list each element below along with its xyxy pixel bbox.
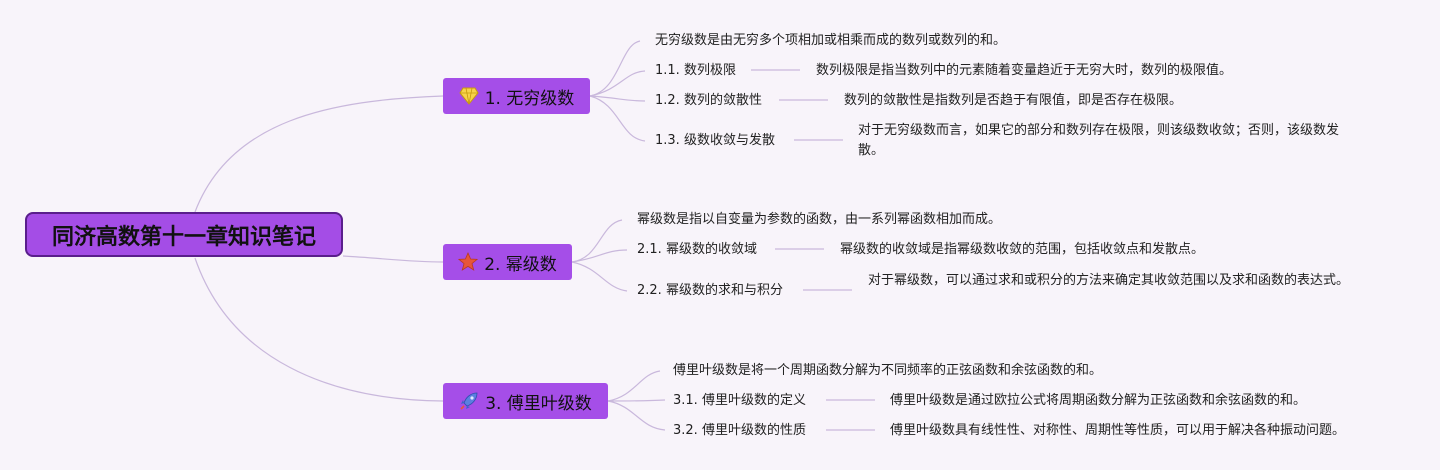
branch-1-summary: 无穷级数是由无穷多个项相加或相乘而成的数列或数列的和。 bbox=[655, 33, 1007, 48]
connector-root-branch1 bbox=[194, 95, 444, 213]
diamond-icon bbox=[459, 86, 479, 106]
branch-3-summary: 傅里叶级数是将一个周期函数分解为不同频率的正弦函数和余弦函数的和。 bbox=[673, 363, 1103, 378]
connector-b2-summary bbox=[571, 219, 623, 263]
branch-2-item-1-title[interactable]: 2.1. 幂级数的收敛域 bbox=[637, 242, 757, 257]
branch-1-item-1-title[interactable]: 1.1. 数列极限 bbox=[655, 63, 736, 78]
connector-b3-summary bbox=[607, 370, 661, 402]
connector-b1-summary bbox=[589, 40, 641, 97]
branch-2-summary: 幂级数是指以自变量为参数的函数，由一系列幂函数相加而成。 bbox=[637, 212, 1002, 227]
connector-b3-item1 bbox=[607, 399, 666, 402]
branch-3-item-2-title[interactable]: 3.2. 傅里叶级数的性质 bbox=[673, 423, 806, 438]
connector-b1-item1 bbox=[589, 70, 646, 97]
branch-1-item-1-desc: 数列极限是指当数列中的元素随着变量趋近于无穷大时，数列的极限值。 bbox=[816, 63, 1233, 78]
connector-b1-item2 bbox=[589, 95, 646, 102]
branch-node-2[interactable]: 2. 幂级数 bbox=[443, 244, 572, 280]
branch-1-item-2-title[interactable]: 1.2. 数列的敛散性 bbox=[655, 93, 762, 108]
root-title: 同济高数第十一章知识笔记 bbox=[51, 224, 316, 250]
connector-root-branch3 bbox=[194, 257, 444, 402]
connector-root-branch2 bbox=[342, 255, 444, 263]
branch-3-item-2-desc: 傅里叶级数具有线性性、对称性、周期性等性质，可以用于解决各种振动问题。 bbox=[890, 423, 1346, 438]
branch-node-1[interactable]: 1. 无穷级数 bbox=[443, 78, 590, 114]
connector-b3-item2 bbox=[607, 400, 666, 431]
root-node[interactable]: 同济高数第十一章知识笔记 bbox=[25, 212, 343, 257]
branch-2-item-2-title[interactable]: 2.2. 幂级数的求和与积分 bbox=[637, 283, 783, 298]
branch-2-item-2-desc: 对于幂级数，可以通过求和或积分的方法来确定其收敛范围以及求和函数的表达式。 bbox=[868, 273, 1350, 288]
branch-2-item-1-desc: 幂级数的收敛域是指幂级数收敛的范围，包括收敛点和发散点。 bbox=[840, 242, 1205, 257]
branch-label-1: 1. 无穷级数 bbox=[484, 88, 575, 109]
branch-3-item-1-title[interactable]: 3.1. 傅里叶级数的定义 bbox=[673, 393, 806, 408]
branch-3-item-1-desc: 傅里叶级数是通过欧拉公式将周期函数分解为正弦函数和余弦函数的和。 bbox=[890, 393, 1307, 408]
branch-label-3: 3. 傅里叶级数 bbox=[485, 393, 592, 414]
branch-label-2: 2. 幂级数 bbox=[484, 254, 557, 275]
connector-b1-item3 bbox=[589, 95, 646, 142]
star-icon bbox=[458, 252, 479, 272]
connector-b2-item1 bbox=[571, 249, 628, 263]
branch-node-3[interactable]: 3. 傅里叶级数 bbox=[443, 383, 608, 419]
branch-1-item-2-desc: 数列的敛散性是指数列是否趋于有限值，即是否存在极限。 bbox=[844, 93, 1183, 108]
connector-b2-item2 bbox=[571, 261, 628, 292]
branch-1-item-3-title[interactable]: 1.3. 级数收敛与发散 bbox=[655, 133, 775, 148]
branch-1-item-3-desc: 对于无穷级数而言，如果它的部分和数列存在极限，则该级数收敛；否则，该级数发散。 bbox=[858, 123, 1340, 158]
rocket-icon bbox=[459, 391, 479, 411]
